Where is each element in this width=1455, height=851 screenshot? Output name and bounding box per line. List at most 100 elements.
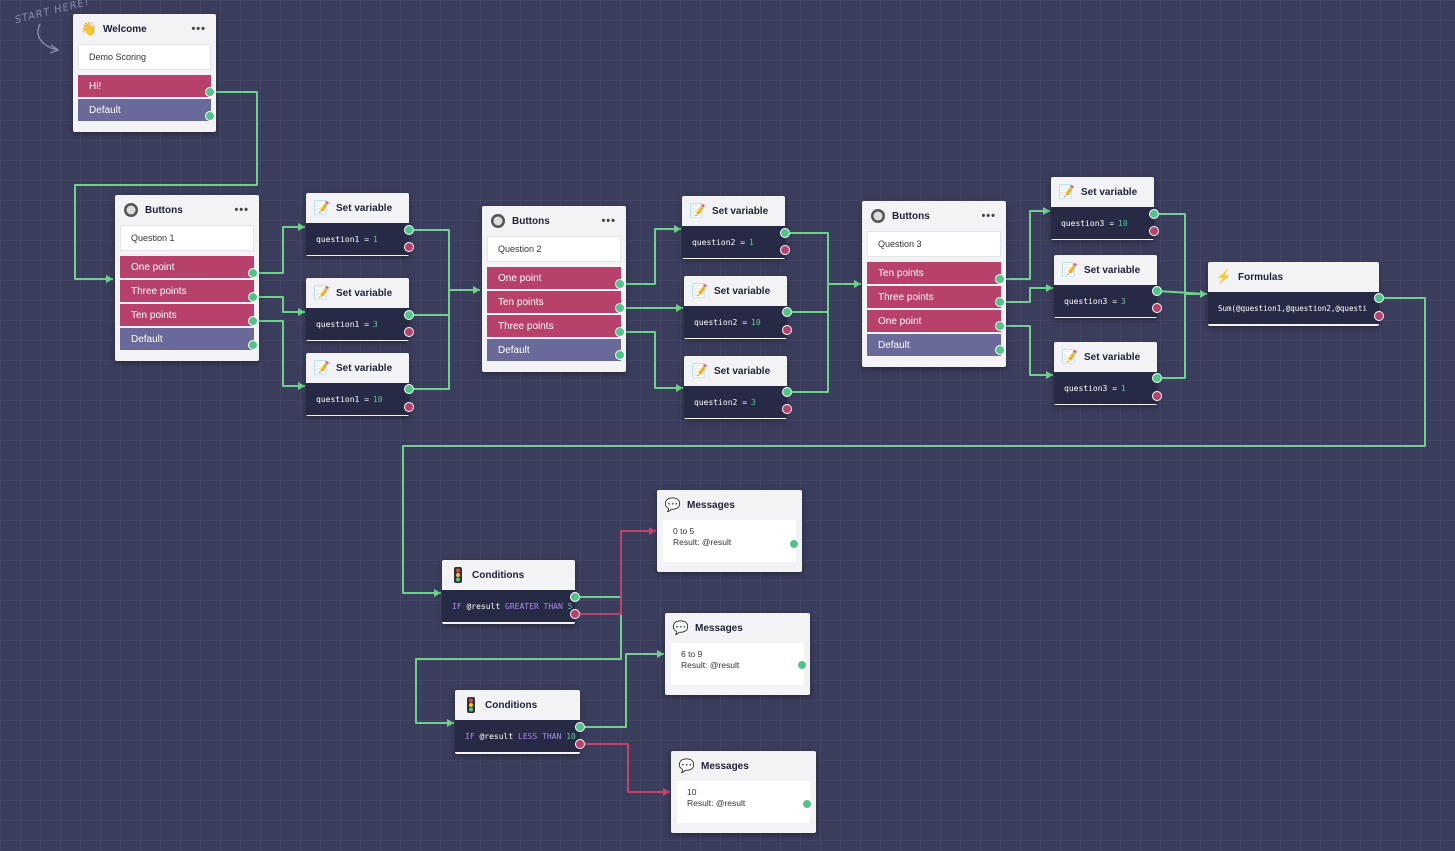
output-port[interactable] [995,345,1005,355]
output-port[interactable] [615,350,625,360]
variable-name: question2 [694,397,738,407]
output-port[interactable] [205,111,215,121]
output-port[interactable] [780,228,790,238]
node-text[interactable]: Question 2 [487,236,621,262]
button-row[interactable]: Ten points [487,291,621,315]
set-variable-node[interactable]: 📝Set variable question3 =1 [1054,342,1157,405]
connection-wire [580,653,664,728]
wave-hand-icon: 👋 [80,21,98,36]
output-port[interactable] [797,660,807,670]
button-row[interactable]: Ten points [867,262,1001,286]
formulas-node[interactable]: ⚡Formulas Sum(@question1,@question2,@que… [1208,262,1379,326]
output-port[interactable] [615,327,625,337]
connection-wire [253,296,305,313]
output-port[interactable] [248,292,258,302]
button-row[interactable]: One point [120,256,254,280]
output-port[interactable] [782,387,792,397]
connection-wire [575,530,656,615]
output-port[interactable] [248,268,258,278]
output-port[interactable] [1374,293,1384,303]
set-variable-node[interactable]: 📝Set variable question2 =1 [682,196,785,259]
output-port[interactable] [995,274,1005,284]
set-variable-node[interactable]: 📝Set variable question3 =3 [1054,255,1157,318]
output-port[interactable] [789,539,799,549]
node-title: Set variable [336,202,393,214]
more-options-icon[interactable]: ••• [601,215,616,227]
buttons-node[interactable]: Buttons••• Question 2 One point Ten poin… [482,206,626,372]
output-port[interactable] [570,592,580,602]
set-variable-node[interactable]: 📝Set variable question2 =10 [684,276,787,339]
node-title: Set variable [714,365,771,377]
failure-port[interactable] [1374,311,1384,321]
button-row[interactable]: Ten points [120,304,254,328]
node-text[interactable]: Demo Scoring [78,44,211,70]
buttons-node[interactable]: Buttons••• Question 1 One point Three po… [115,195,259,361]
failure-port[interactable] [1149,226,1159,236]
node-text[interactable]: Question 3 [867,231,1001,257]
more-options-icon[interactable]: ••• [191,23,206,35]
failure-port[interactable] [575,739,585,749]
output-port[interactable] [995,297,1005,307]
buttons-node[interactable]: Buttons••• Question 3 Ten points Three p… [862,201,1006,367]
failure-port[interactable] [780,245,790,255]
failure-port[interactable] [1152,303,1162,313]
button-row[interactable]: One point [487,267,621,291]
set-variable-node[interactable]: 📝Set variable question2 =3 [684,356,787,419]
connection-wire [1000,325,1053,376]
conditions-node[interactable]: Conditions IF @result GREATER THAN 5 [442,560,575,624]
welcome-node[interactable]: 👋Welcome••• Demo Scoring Hi! Default [73,14,216,132]
button-row[interactable]: One point [867,310,1001,334]
output-port[interactable] [1152,373,1162,383]
set-variable-node[interactable]: 📝Set variable question1 =1 [306,193,409,256]
failure-port[interactable] [404,242,414,252]
failure-port[interactable] [782,404,792,414]
failure-port[interactable] [570,609,580,619]
node-text[interactable]: Question 1 [120,225,254,251]
failure-port[interactable] [404,402,414,412]
output-port[interactable] [995,321,1005,331]
more-options-icon[interactable]: ••• [981,210,996,222]
message-line: Result: @result [673,537,732,547]
output-port[interactable] [205,87,215,97]
button-row-default[interactable]: Default [867,334,1001,358]
conditions-node[interactable]: Conditions IF @result LESS THAN 10 [455,690,580,754]
output-port[interactable] [615,303,625,313]
failure-port[interactable] [782,325,792,335]
button-row-default[interactable]: Default [78,99,211,123]
set-variable-node[interactable]: 📝Set variable question1 =3 [306,278,409,341]
output-port[interactable] [404,310,414,320]
button-row-default[interactable]: Default [487,339,621,363]
start-arrow-icon [37,23,60,54]
variable-assignment: question2 =3 [684,386,787,418]
output-port[interactable] [782,307,792,317]
failure-port[interactable] [404,327,414,337]
failure-port[interactable] [1152,391,1162,401]
connection-wire [1000,287,1053,303]
output-port[interactable] [575,722,585,732]
output-port[interactable] [615,279,625,289]
wire-arrowhead [473,286,480,294]
output-port[interactable] [404,384,414,394]
output-port[interactable] [1149,209,1159,219]
output-port[interactable] [1152,286,1162,296]
button-row[interactable]: Three points [867,286,1001,310]
set-variable-node[interactable]: 📝Set variable question3 =10 [1051,177,1154,240]
more-options-icon[interactable]: ••• [234,204,249,216]
set-variable-node[interactable]: 📝Set variable question1 =10 [306,353,409,416]
output-port[interactable] [802,799,812,809]
variable-assignment: question2 =1 [682,226,785,258]
button-row[interactable]: Three points [487,315,621,339]
button-row[interactable]: Three points [120,280,254,304]
button-row[interactable]: Hi! [78,75,211,99]
output-port[interactable] [248,340,258,350]
output-port[interactable] [404,225,414,235]
output-port[interactable] [248,316,258,326]
button-row-default[interactable]: Default [120,328,254,352]
